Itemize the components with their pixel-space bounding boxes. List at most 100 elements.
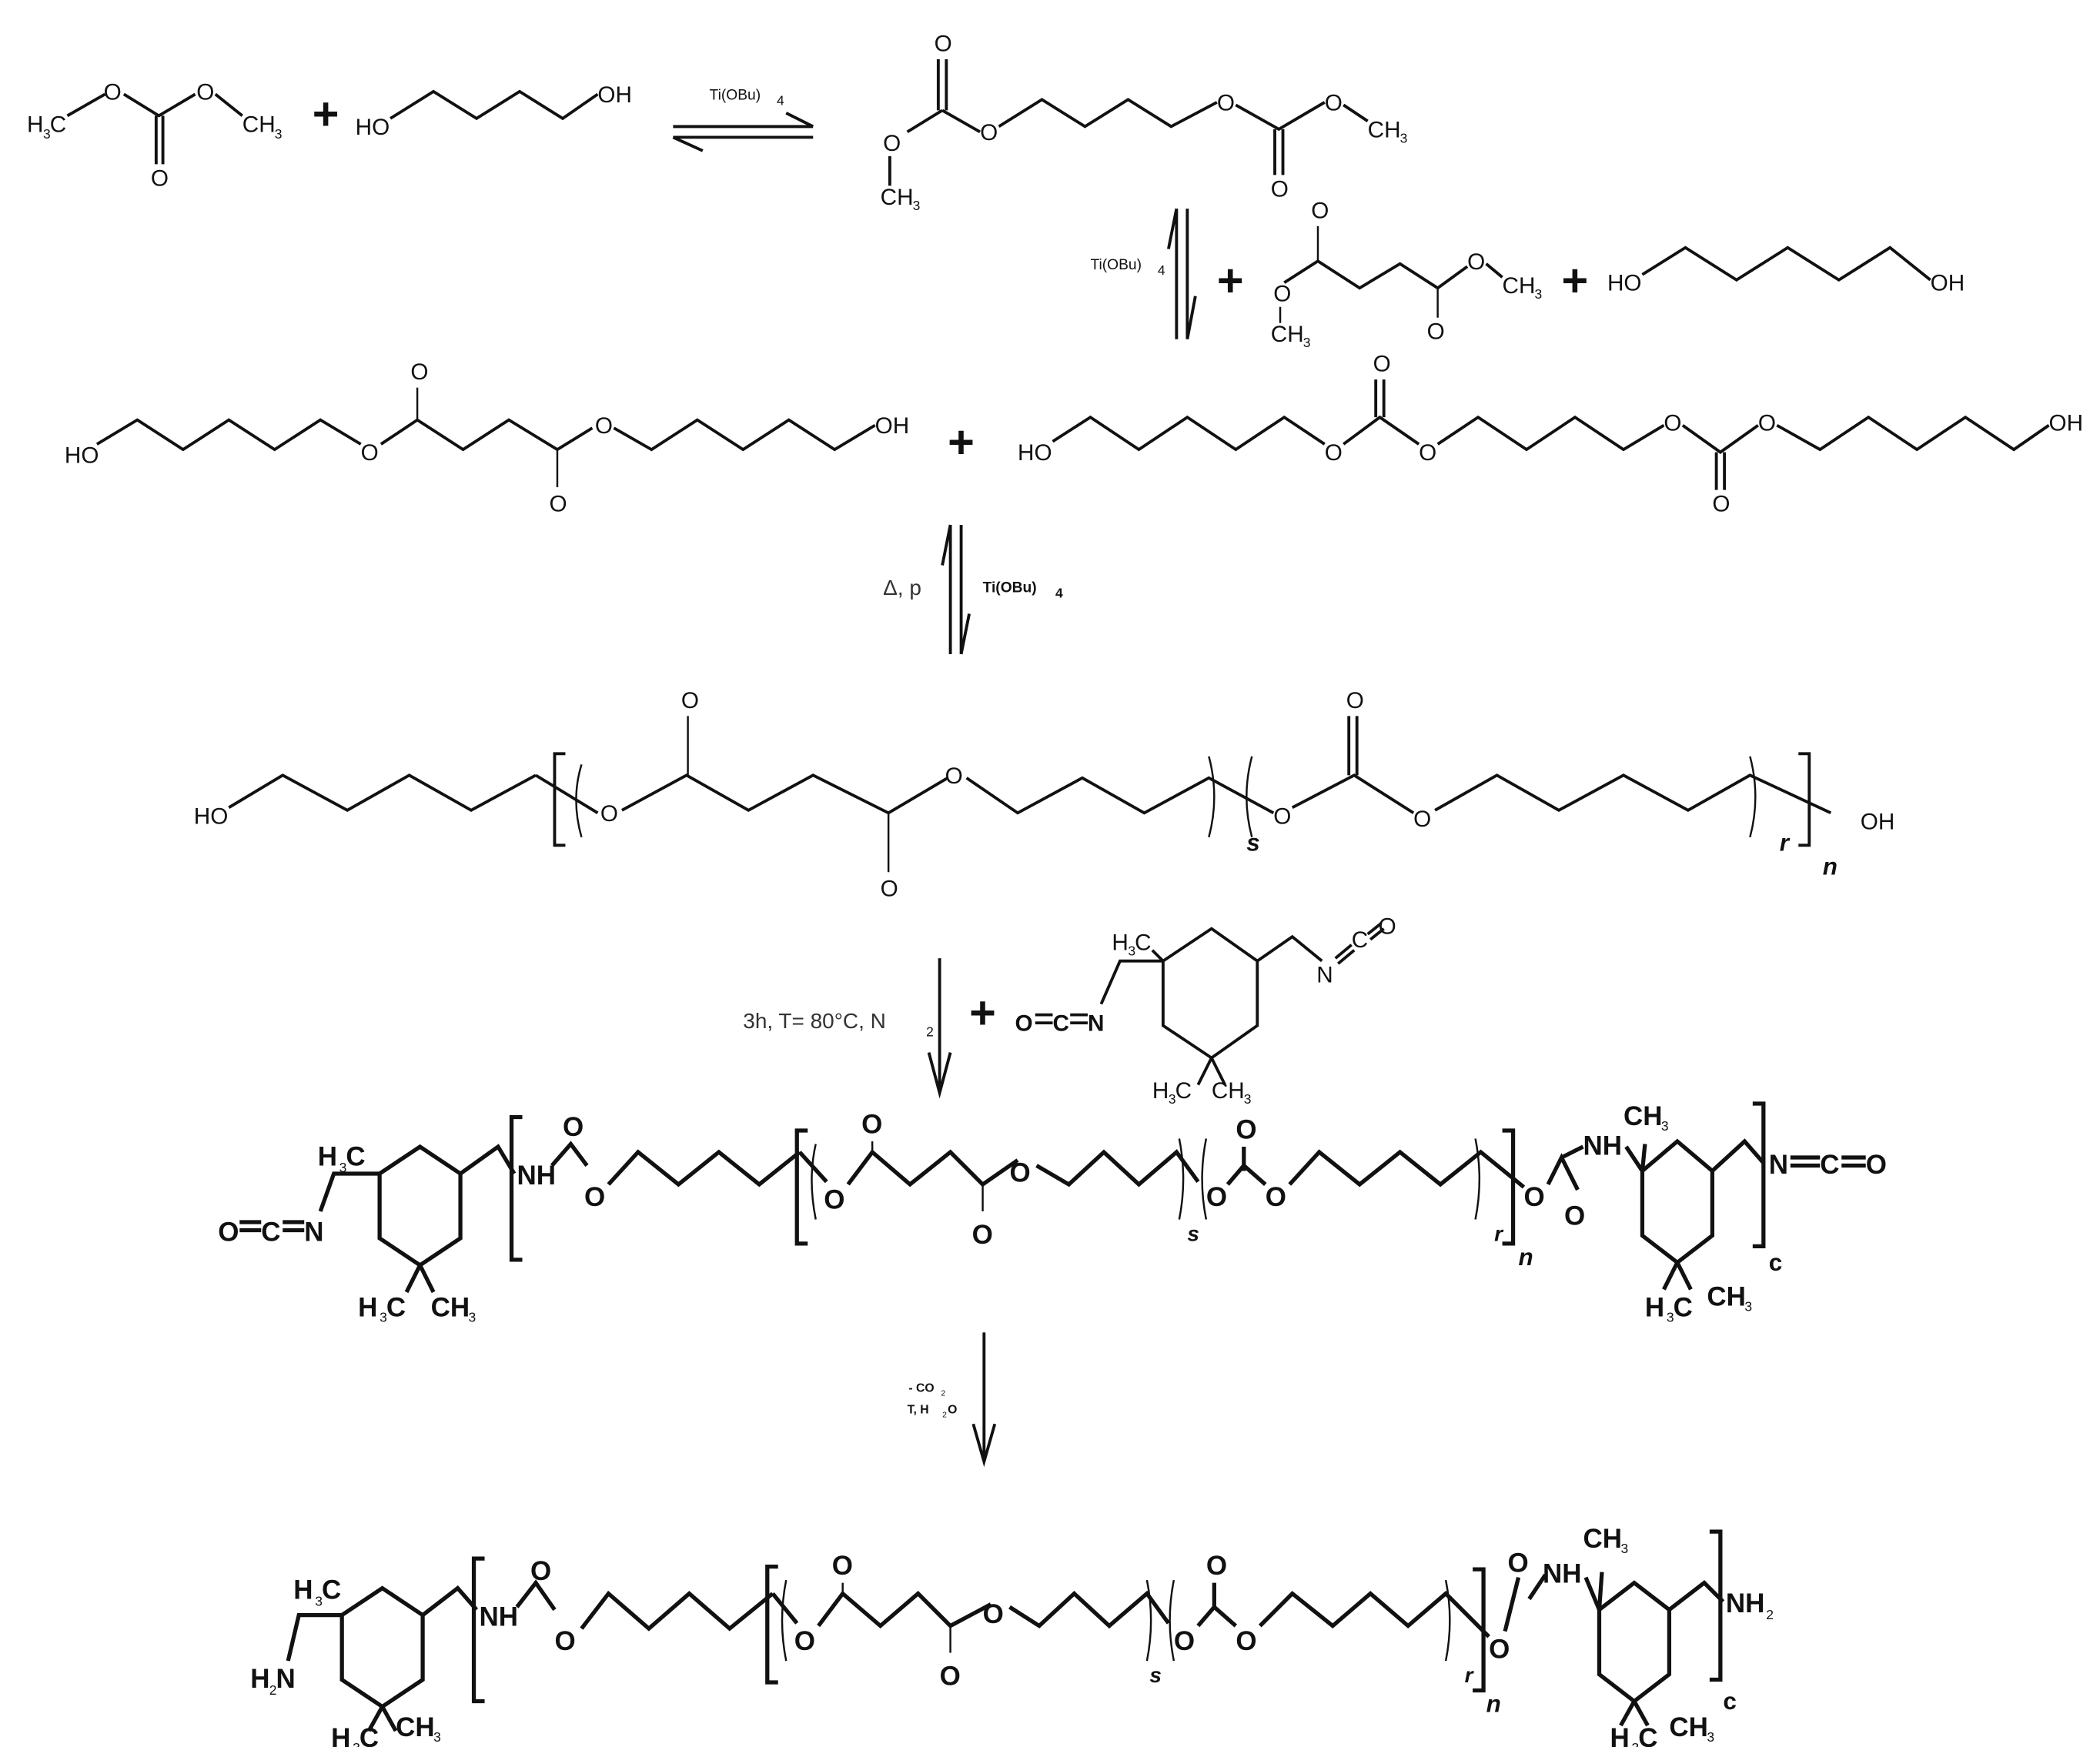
bis-hydroxyhexyl-succinate: HO O O O O OH xyxy=(65,359,909,516)
svg-text:Ti(OBu): Ti(OBu) xyxy=(983,580,1037,596)
svg-text:H: H xyxy=(331,1723,350,1747)
svg-text:C: C xyxy=(346,1141,365,1171)
svg-text:s: s xyxy=(1246,829,1260,856)
svg-text:C: C xyxy=(1820,1150,1839,1180)
svg-text:O: O xyxy=(1712,492,1730,517)
svg-text:3: 3 xyxy=(353,1740,360,1747)
svg-text:O: O xyxy=(1311,198,1329,223)
svg-text:O: O xyxy=(1508,1548,1529,1578)
svg-text:NH: NH xyxy=(1583,1131,1622,1161)
svg-text:O: O xyxy=(972,1220,993,1250)
svg-text:O: O xyxy=(824,1184,844,1214)
svg-text:O: O xyxy=(1174,1626,1195,1656)
svg-text:3: 3 xyxy=(1400,130,1408,145)
svg-text:OH: OH xyxy=(597,82,632,108)
svg-text:O: O xyxy=(410,359,428,385)
svg-text:3: 3 xyxy=(1667,1309,1674,1324)
plus-sign: + xyxy=(1217,255,1244,306)
svg-text:N: N xyxy=(1316,963,1333,988)
svg-text:O: O xyxy=(584,1182,605,1212)
svg-text:C: C xyxy=(1638,1723,1657,1747)
svg-text:Δ, p: Δ, p xyxy=(883,576,921,600)
svg-text:O: O xyxy=(1266,1182,1286,1212)
svg-text:O: O xyxy=(549,492,567,517)
svg-text:N: N xyxy=(304,1217,323,1247)
svg-text:C: C xyxy=(1052,1011,1068,1037)
svg-text:n: n xyxy=(1823,853,1838,880)
svg-text:Ti(OBu): Ti(OBu) xyxy=(710,87,761,103)
svg-text:O: O xyxy=(563,1112,584,1142)
svg-text:n: n xyxy=(1519,1244,1533,1271)
svg-text:NH: NH xyxy=(1543,1559,1582,1589)
svg-text:C: C xyxy=(1674,1292,1693,1322)
svg-text:T, H: T, H xyxy=(908,1403,929,1416)
svg-text:H: H xyxy=(1152,1078,1169,1104)
svg-text:NH: NH xyxy=(1726,1588,1765,1618)
svg-text:3: 3 xyxy=(1620,1541,1628,1556)
svg-text:N: N xyxy=(276,1664,295,1694)
svg-text:O: O xyxy=(1758,411,1776,436)
svg-text:O: O xyxy=(218,1217,239,1247)
svg-text:O: O xyxy=(861,1110,882,1140)
svg-text:H: H xyxy=(1112,930,1128,956)
svg-text:HO: HO xyxy=(1018,440,1052,466)
dimethyl-carbonate: H 3 C O O O CH 3 xyxy=(27,79,282,191)
svg-text:O: O xyxy=(940,1662,961,1692)
copolyester-carbonate-diol: HO O O O O s O O O r n OH xyxy=(194,688,1894,902)
svg-text:2: 2 xyxy=(941,1390,945,1398)
reaction-arrow-4: 3h, T= 80°C, N 2 xyxy=(743,958,952,1099)
svg-text:2: 2 xyxy=(1766,1607,1774,1622)
svg-text:NH: NH xyxy=(517,1161,557,1191)
svg-text:c: c xyxy=(1769,1249,1783,1276)
svg-text:O: O xyxy=(1524,1182,1545,1212)
svg-text:r: r xyxy=(1494,1221,1504,1245)
svg-text:O: O xyxy=(1489,1635,1510,1665)
svg-text:O: O xyxy=(1413,807,1431,832)
svg-text:CH: CH xyxy=(1623,1101,1663,1131)
plus-sign: + xyxy=(969,987,996,1038)
svg-text:C: C xyxy=(1175,1078,1192,1104)
svg-text:4: 4 xyxy=(777,92,784,108)
svg-text:O: O xyxy=(983,1599,1004,1629)
svg-text:O: O xyxy=(980,120,998,145)
svg-text:H: H xyxy=(27,112,43,137)
svg-text:C: C xyxy=(359,1723,379,1747)
svg-text:O: O xyxy=(794,1626,815,1656)
svg-text:O: O xyxy=(1379,914,1396,940)
svg-text:4: 4 xyxy=(1158,262,1165,278)
svg-text:O: O xyxy=(1427,319,1445,345)
svg-text:CH: CH xyxy=(881,185,914,210)
svg-text:3: 3 xyxy=(380,1309,387,1324)
svg-text:CH: CH xyxy=(431,1292,470,1322)
svg-text:OH: OH xyxy=(1861,809,1895,834)
svg-text:HO: HO xyxy=(1607,271,1642,296)
nco-terminated-prepolymer: O C N H 3 C H 3 C CH 3 NH O O O O O O s xyxy=(218,1101,1887,1324)
svg-text:CH: CH xyxy=(396,1712,435,1742)
svg-text:O: O xyxy=(600,801,618,827)
svg-text:3: 3 xyxy=(339,1160,347,1175)
svg-text:O: O xyxy=(1236,1626,1256,1656)
svg-text:O: O xyxy=(554,1626,575,1656)
svg-text:2: 2 xyxy=(942,1411,947,1420)
isophorone-diisocyanate: O C N H 3 C N C O H 3 C CH 3 xyxy=(1015,914,1396,1107)
svg-text:H: H xyxy=(1645,1292,1664,1322)
svg-text:c: c xyxy=(1723,1688,1737,1715)
svg-text:C: C xyxy=(386,1292,406,1322)
butylene-dimethyl-dicarbonate: O O CH 3 O O O O CH 3 xyxy=(881,31,1408,212)
svg-text:CH: CH xyxy=(1368,117,1401,142)
svg-text:r: r xyxy=(1780,829,1791,856)
svg-text:s: s xyxy=(1187,1221,1199,1245)
amine-terminated-polyurethane: H 2 N H 3 C H 3 C CH 3 NH O O O O O O s … xyxy=(250,1524,1774,1747)
svg-text:H: H xyxy=(318,1141,337,1171)
svg-text:O: O xyxy=(681,688,699,713)
svg-text:O: O xyxy=(595,413,613,439)
svg-text:O: O xyxy=(361,440,379,466)
svg-text:3: 3 xyxy=(1631,1740,1639,1747)
plus-sign: + xyxy=(1562,255,1589,306)
plus-sign: + xyxy=(948,416,975,468)
svg-text:O: O xyxy=(1236,1115,1256,1145)
svg-text:r: r xyxy=(1465,1663,1475,1687)
equilibrium-arrow-1: Ti(OBu) 4 xyxy=(672,87,814,152)
svg-text:O: O xyxy=(1206,1551,1227,1581)
